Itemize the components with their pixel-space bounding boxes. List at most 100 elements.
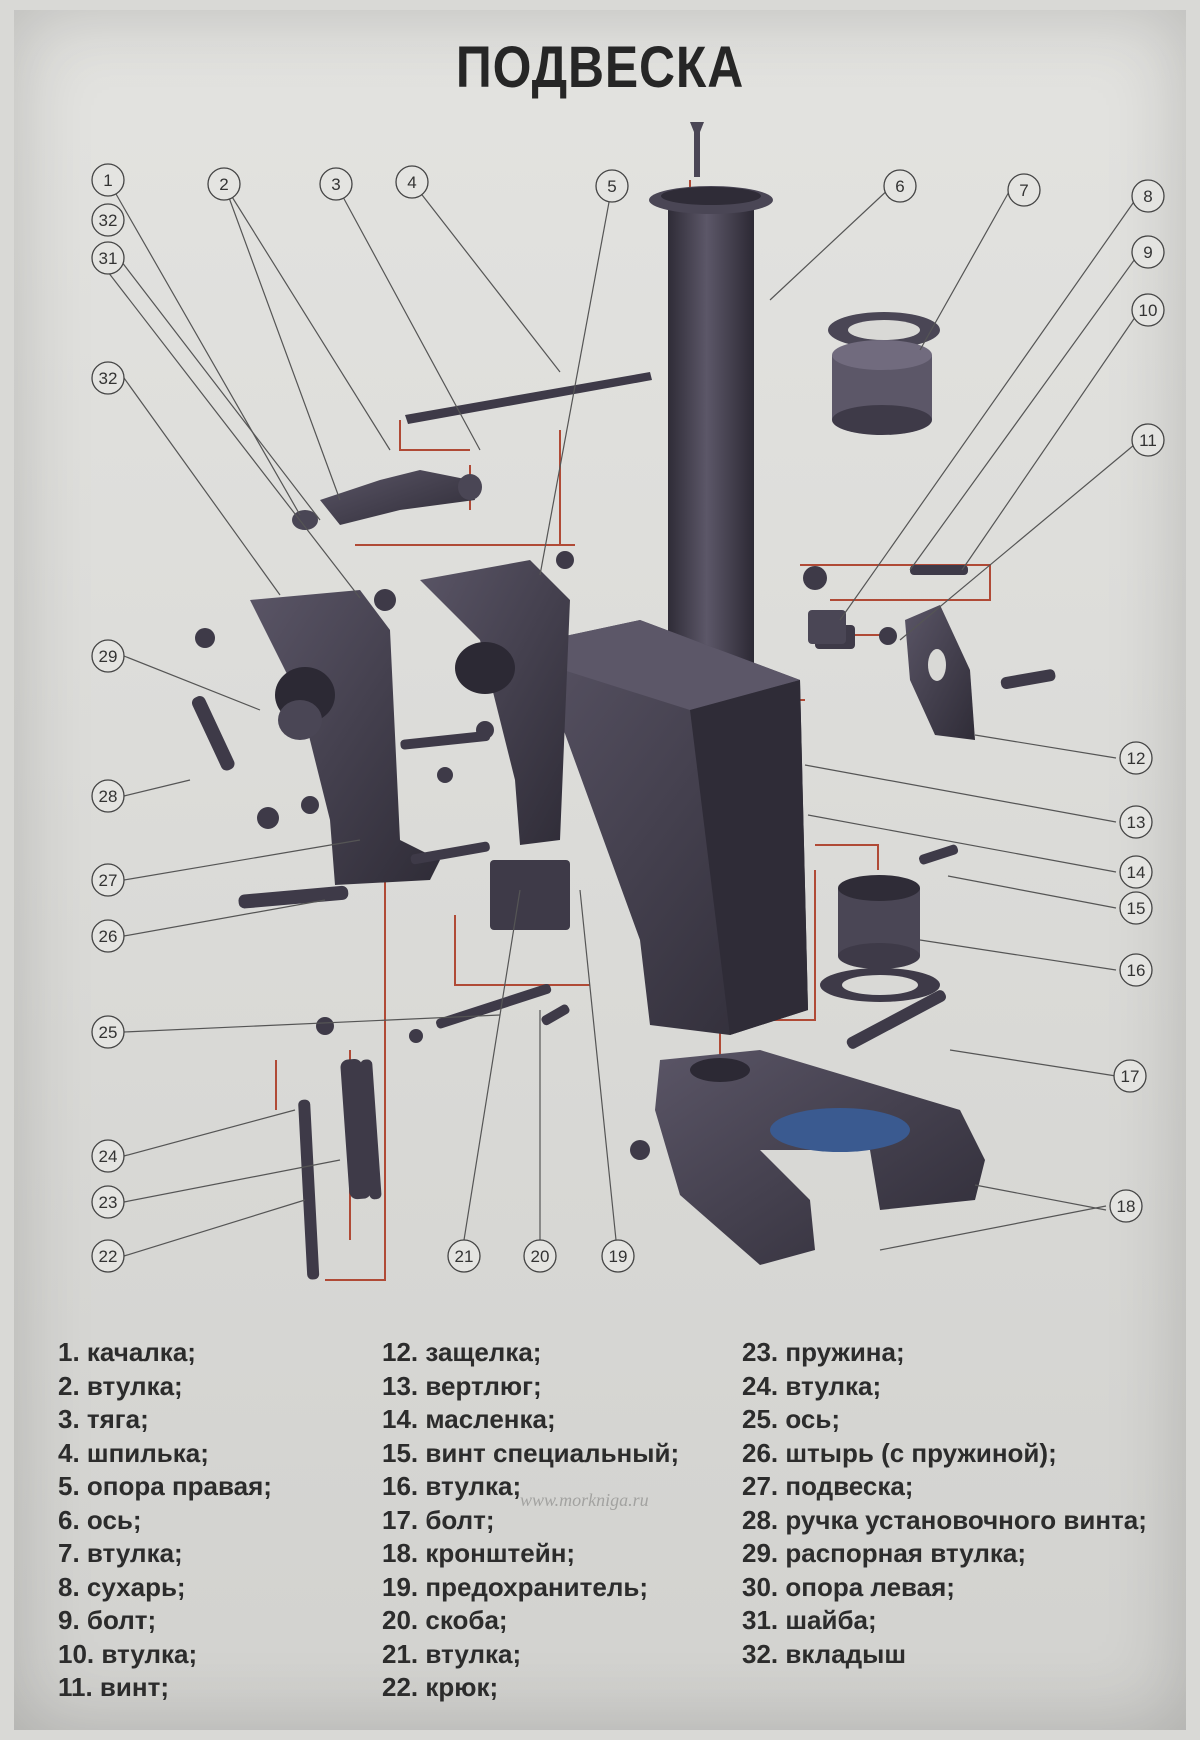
leader-lines [107,179,1141,1257]
callout-31: 31 [91,241,125,275]
callout-label: 17 [1121,1067,1140,1086]
callout-circle [1131,293,1165,327]
callout-label: 1 [103,171,112,190]
poster-background [14,10,1186,1730]
callout-32: 32 [91,203,125,237]
legend-item: 31. шайба; [742,1605,877,1635]
legend-item: 21. втулка; [382,1638,522,1669]
watermark: www.morkniga.ru [520,1490,649,1510]
callout-label: 32 [99,369,118,388]
legend-item: 10. втулка; [58,1638,198,1669]
callout-label: 21 [455,1247,474,1266]
callout-label: 4 [407,173,416,192]
callout-circle [91,639,125,673]
part-axis-shaft [649,122,773,700]
callout-circle [1109,1189,1143,1223]
legend-item: 7. втулка; [58,1538,183,1568]
callout-circle [1119,891,1153,925]
callout-2: 2 [207,167,241,201]
diagram-title: ПОДВЕСКА [455,35,745,100]
legend-item: 19. предохранитель; [382,1571,648,1602]
part-stud [405,372,652,424]
callout-24: 24 [91,1139,125,1173]
callout-circle [395,165,429,199]
callout-label: 7 [1019,181,1028,200]
legend-item: 15. винт специальный; [382,1437,680,1468]
callout-label: 15 [1127,899,1146,918]
callout-15: 15 [1119,891,1153,925]
callout-10: 10 [1131,293,1165,327]
callout-circle [91,779,125,813]
legend-item: 5. опора правая; [58,1471,272,1501]
callout-circle [1113,1059,1147,1093]
callout-circle [595,169,629,203]
callout-circle [1119,805,1153,839]
callout-7: 7 [1007,173,1041,207]
callout-3: 3 [319,167,353,201]
legend-item: 9. болт; [58,1605,157,1635]
callout-circle [447,1239,481,1273]
part-bracket [655,1050,985,1265]
callout-circle [523,1239,557,1273]
legend-item: 12. защелка; [382,1337,542,1367]
legend-item: 11. винт; [58,1672,169,1702]
part-bushing-16 [820,875,940,1002]
callout-label: 28 [99,787,118,806]
legend-item: 6. ось; [58,1504,142,1535]
callout-label: 25 [99,1023,118,1042]
legend-item: 3. тяга; [58,1404,149,1434]
legend-item: 17. болт; [382,1504,495,1535]
legend-item: 32. вкладыш [742,1638,907,1669]
exploded-diagram: 1234567891011121314151617181920212223242… [91,122,1165,1281]
callout-circle [1119,741,1153,775]
callout-18: 18 [1109,1189,1143,1223]
callout-label: 12 [1127,749,1146,768]
callout-label: 26 [99,927,118,946]
callout-4: 4 [395,165,429,199]
callout-circle [207,167,241,201]
callout-label: 11 [1139,431,1157,450]
callout-32: 32 [91,361,125,395]
callout-circle [91,163,125,197]
callout-label: 13 [1127,813,1146,832]
legend-item: 24. втулка; [742,1370,882,1401]
callout-label: 8 [1143,187,1152,206]
callout-label: 3 [331,175,340,194]
callout-label: 29 [99,647,118,666]
callout-label: 18 [1117,1197,1136,1216]
callout-label: 2 [219,175,228,194]
legend-item: 25. ось; [742,1404,841,1434]
callout-circle [91,863,125,897]
callout-label: 9 [1143,243,1152,262]
callout-circle [1131,423,1165,457]
callout-26: 26 [91,919,125,953]
legend-column-3: 23. пружина; 24. втулка; 25. ось; 26. шт… [742,1336,1147,1671]
callout-circle [91,1239,125,1273]
callout-circle [91,361,125,395]
part-right-support [420,560,570,845]
callout-9: 9 [1131,235,1165,269]
legend-item: 20. скоба; [382,1605,508,1635]
legend-item: 29. распорная втулка; [742,1538,1026,1568]
callout-25: 25 [91,1015,125,1049]
callout-label: 10 [1139,301,1158,320]
callout-label: 20 [531,1247,550,1266]
callout-22: 22 [91,1239,125,1273]
legend-item: 13. вертлюг; [382,1370,542,1401]
callout-19: 19 [601,1239,635,1273]
callout-5: 5 [595,169,629,203]
callout-circle [319,167,353,201]
callout-21: 21 [447,1239,481,1273]
callout-circle [1119,855,1153,889]
callout-23: 23 [91,1185,125,1219]
callout-label: 19 [609,1247,628,1266]
callout-11: 11 [1131,423,1165,457]
callout-28: 28 [91,779,125,813]
legend-item: 16. втулка; [382,1471,522,1501]
legend-item: 22. крюк; [382,1672,499,1702]
callout-label: 32 [99,211,118,230]
callout-6: 6 [883,169,917,203]
legend-item: 18. кронштейн; [382,1538,576,1568]
legend-item: 1. качалка; [58,1337,196,1367]
